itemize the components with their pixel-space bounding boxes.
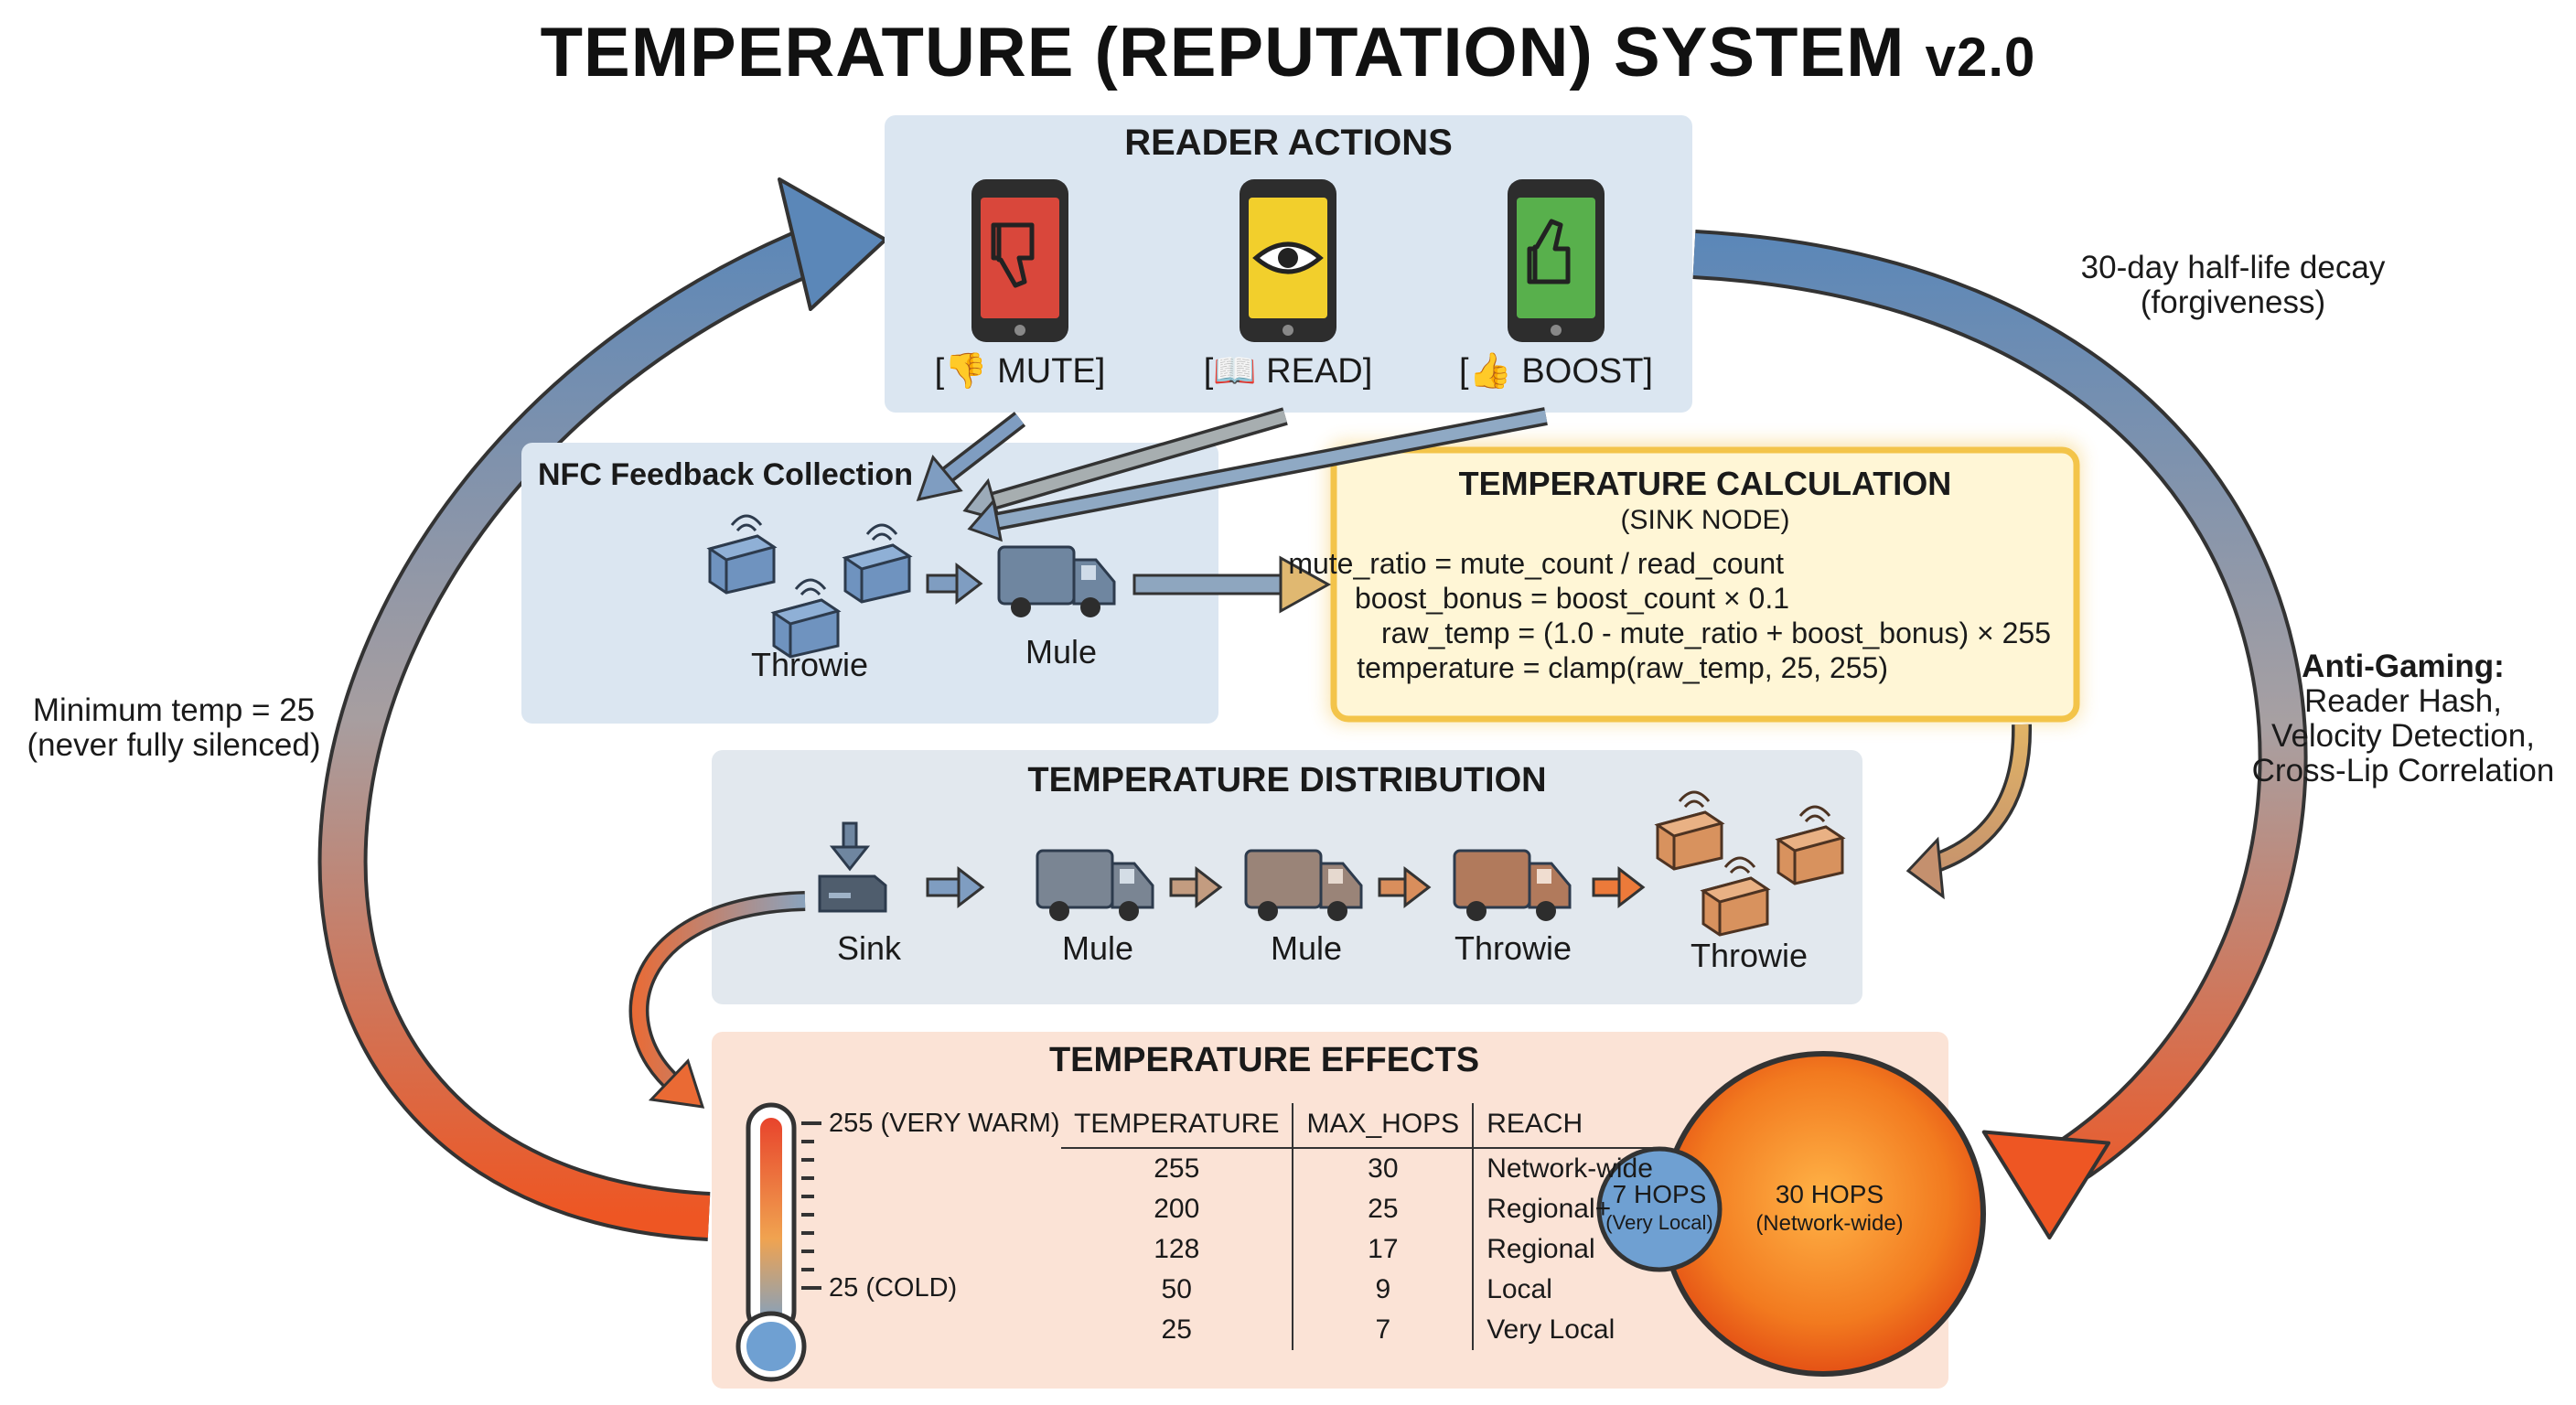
cell-temperature: 50 (1161, 1274, 1192, 1304)
decay-note: 30-day half-life decay (forgiveness) (2045, 251, 2420, 320)
cell-max-hops: 9 (1292, 1270, 1474, 1310)
dist-node-mule-1-label: Mule (1061, 929, 1134, 967)
cell-max-hops: 25 (1292, 1189, 1474, 1229)
boost-phone-icon (1508, 179, 1605, 342)
distribution-throwie-truck-icon (1453, 849, 1572, 921)
table-header-row: TEMPERATURE MAX_HOPS REACH (1061, 1103, 1666, 1149)
calc-line-mute-ratio: mute_ratio = mute_count / read_count (1288, 547, 1784, 580)
decay-note-line-1: 30-day half-life decay (2080, 250, 2386, 285)
cell-max-hops: 17 (1292, 1229, 1474, 1270)
anti-gaming-item: Velocity Detection, (2271, 718, 2535, 754)
nfc-throwie-boxes-icon (706, 514, 913, 659)
cell-reach: Regional+ (1472, 1189, 1666, 1229)
nfc-mule-label: Mule (1025, 633, 1098, 670)
table-row: 255 30 Network-wide (1061, 1148, 1666, 1189)
cell-reach: Network-wide (1472, 1148, 1666, 1189)
effects-heading: TEMPERATURE EFFECTS (1048, 1041, 1480, 1079)
thermometer-icon (735, 1102, 821, 1382)
sink-icon (818, 821, 887, 913)
cell-temperature: 25 (1161, 1314, 1192, 1345)
title-main: TEMPERATURE (REPUTATION) SYSTEM (540, 14, 1905, 91)
distribution-arrow-3 (1378, 865, 1432, 909)
distribution-mule-truck-1-icon (1036, 849, 1154, 921)
dist-node-sink-label: Sink (836, 929, 902, 967)
nfc-to-calculation-arrow (1132, 555, 1332, 614)
boost-button-label[interactable]: [👍 BOOST] (1458, 352, 1653, 391)
distribution-mule-truck-2-icon (1244, 849, 1363, 921)
inner-circle-hops: 7 HOPS (1612, 1180, 1707, 1208)
minimum-temp-line-1: Minimum temp = 25 (32, 692, 316, 728)
calculation-subheading: (SINK NODE) (1620, 505, 1790, 535)
distribution-heading: TEMPERATURE DISTRIBUTION (1027, 761, 1547, 799)
thermo-bottom-label: 25 (COLD) (829, 1273, 958, 1303)
distribution-throwie-boxes-icon (1654, 790, 1846, 937)
anti-gaming-note: Anti-Gaming: Reader Hash, Velocity Detec… (2243, 649, 2563, 788)
dist-node-throwie-2-label: Throwie (1690, 937, 1809, 974)
anti-gaming-item: Cross-Lip Correlation (2251, 753, 2555, 788)
reader-actions-heading: READER ACTIONS (1124, 123, 1453, 163)
nfc-mule-truck-icon (997, 545, 1116, 617)
nfc-throwie-label: Throwie (750, 646, 869, 683)
calc-line-temperature: temperature = clamp(raw_temp, 25, 255) (1357, 651, 1888, 684)
table-row: 25 7 Very Local (1061, 1310, 1666, 1350)
decay-loop-arrow (1692, 230, 2308, 1240)
distribution-arrow-2 (1169, 865, 1223, 909)
cell-reach: Regional (1472, 1229, 1666, 1270)
cell-temperature: 255 (1154, 1153, 1200, 1184)
mute-phone-icon (971, 179, 1068, 342)
table-header-temperature: TEMPERATURE (1061, 1103, 1293, 1149)
read-phone-icon (1240, 179, 1336, 342)
mute-button-label[interactable]: [👎 MUTE] (934, 352, 1106, 391)
decay-note-line-2: (forgiveness) (2140, 284, 2326, 320)
cell-reach: Local (1472, 1270, 1666, 1310)
table-row: 50 9 Local (1061, 1270, 1666, 1310)
calc-line-boost-bonus: boost_bonus = boost_count × 0.1 (1354, 582, 1789, 615)
anti-gaming-item: Reader Hash, (2304, 683, 2502, 719)
minimum-temp-loop-arrow (317, 177, 887, 1241)
inner-circle-reach: (Very Local) (1605, 1211, 1713, 1234)
read-button-label[interactable]: [📖 READ] (1203, 352, 1373, 391)
distribution-arrow-4 (1592, 865, 1646, 909)
cell-temperature: 200 (1154, 1194, 1200, 1224)
anti-gaming-heading: Anti-Gaming: (2302, 649, 2505, 684)
dist-node-mule-2-label: Mule (1270, 929, 1343, 967)
calc-line-raw-temp: raw_temp = (1.0 - mute_ratio + boost_bon… (1381, 617, 2051, 649)
temperature-effects-table: TEMPERATURE MAX_HOPS REACH 255 30 Networ… (1061, 1103, 1666, 1350)
distribution-arrow-1 (926, 865, 985, 909)
outer-circle-reach: (Network-wide) (1755, 1211, 1904, 1236)
minimum-temp-note: Minimum temp = 25 (never fully silenced) (18, 693, 329, 763)
page-title: TEMPERATURE (REPUTATION) SYSTEM v2.0 (0, 13, 2576, 92)
outer-circle-hops: 30 HOPS (1775, 1180, 1884, 1208)
table-header-max-hops: MAX_HOPS (1292, 1103, 1474, 1149)
cell-temperature: 128 (1154, 1234, 1200, 1264)
sink-to-effects-arrow (628, 891, 806, 1109)
nfc-heading: NFC Feedback Collection (538, 457, 913, 492)
table-header-reach: REACH (1472, 1103, 1666, 1149)
calculation-to-distribution-arrow (1905, 724, 2033, 900)
table-row: 200 25 Regional+ (1061, 1189, 1666, 1229)
cell-max-hops: 7 (1292, 1310, 1474, 1350)
cell-reach: Very Local (1472, 1310, 1666, 1350)
title-version: v2.0 (1925, 27, 2036, 88)
cell-max-hops: 30 (1292, 1148, 1474, 1189)
dist-node-throwie-1-label: Throwie (1454, 929, 1572, 967)
thermo-top-label: 255 (VERY WARM) (829, 1109, 1060, 1138)
table-row: 128 17 Regional (1061, 1229, 1666, 1270)
throwie-to-mule-arrow (926, 562, 983, 606)
phone-to-nfc-arrows (916, 407, 1548, 542)
calculation-panel-bg (1330, 446, 2080, 723)
minimum-temp-line-2: (never fully silenced) (27, 727, 321, 763)
calculation-heading: TEMPERATURE CALCULATION (1458, 465, 1952, 502)
